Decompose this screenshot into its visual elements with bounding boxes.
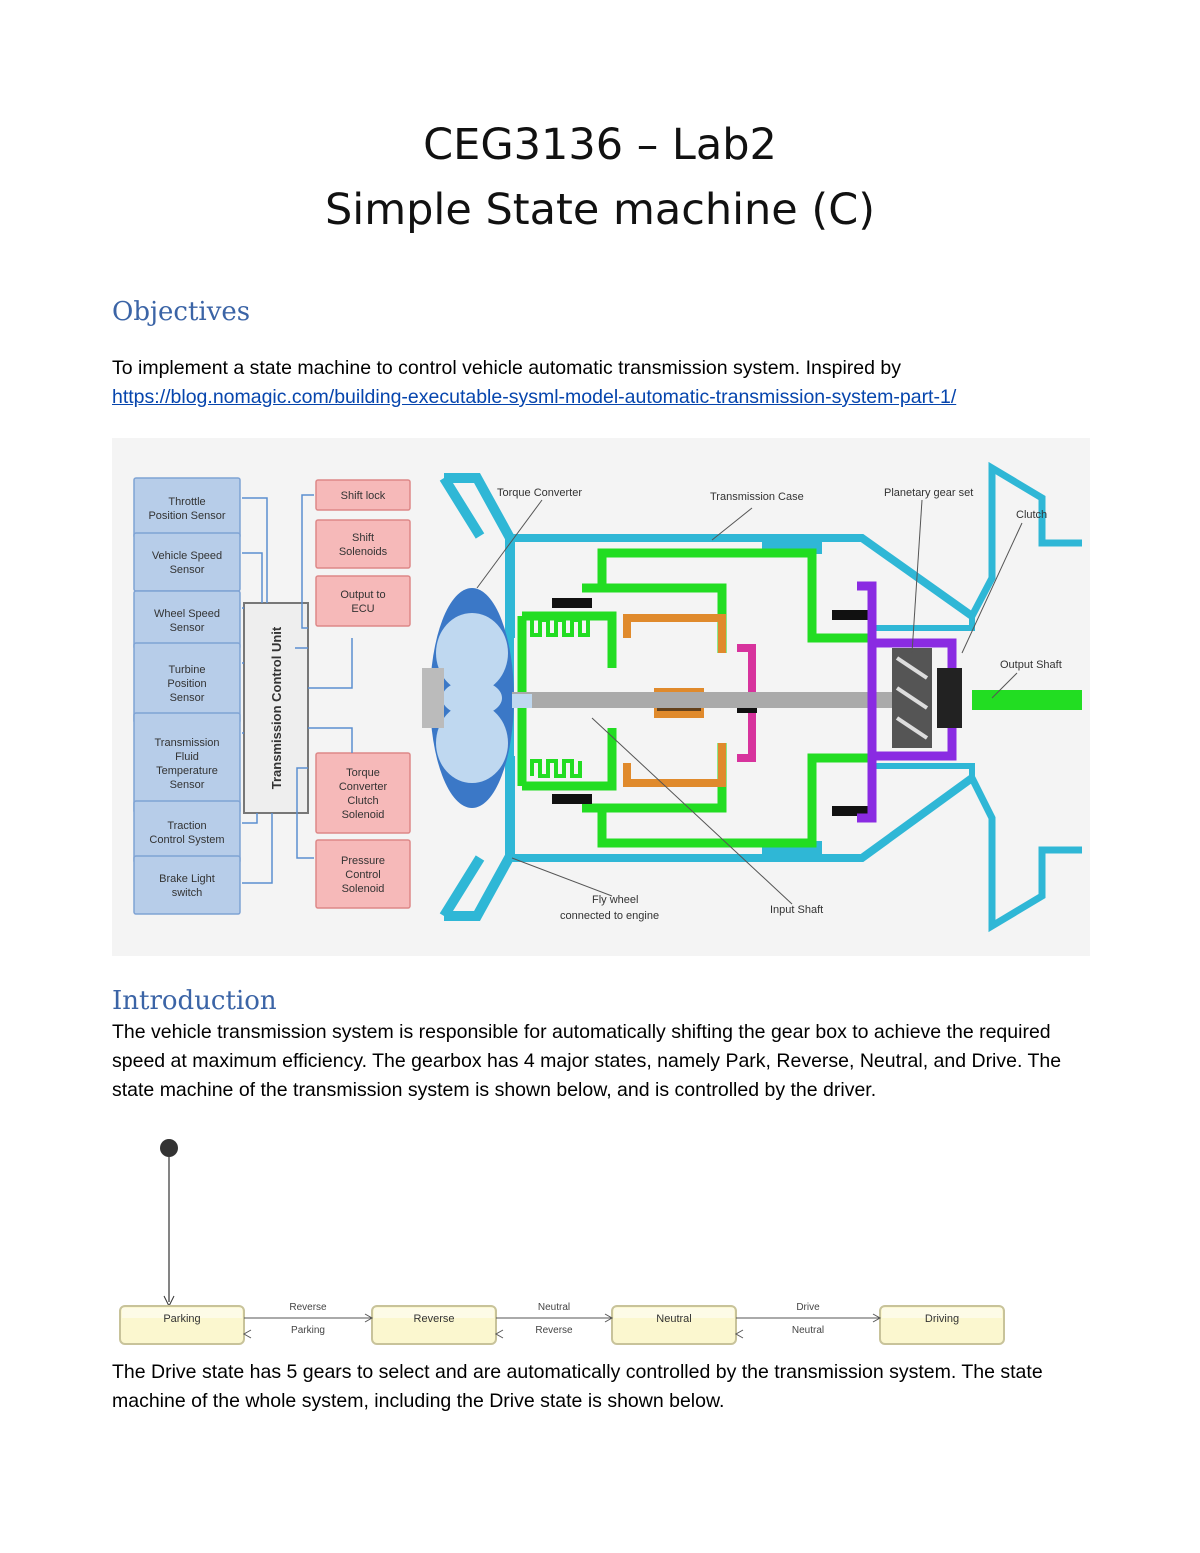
state-label: Reverse	[414, 1313, 455, 1325]
initial-state-dot	[160, 1139, 178, 1157]
sensor-label-line: switch	[172, 887, 203, 899]
sensor-label-line: Wheel Speed	[154, 608, 220, 620]
figure-labels: Torque Converter Transmission Case Plane…	[497, 487, 1062, 922]
output-box: Output to ECU	[315, 575, 411, 627]
intro-paragraph: The vehicle transmission system is respo…	[112, 1021, 1062, 1101]
output-label-line: Control	[345, 869, 380, 881]
label-clutch: Clutch	[1016, 509, 1047, 521]
drive-paragraph: The Drive state has 5 gears to select an…	[112, 1361, 1043, 1412]
sensor-box: Brake Light switch	[133, 855, 241, 915]
sensor-label-line: Control System	[149, 834, 224, 846]
sensor-label-line: Brake Light	[159, 873, 215, 885]
output-label-line: Solenoid	[342, 809, 385, 821]
label-planetary: Planetary gear set	[884, 487, 973, 499]
output-label-line: Solenoid	[342, 883, 385, 895]
transition-label-forward: Neutral	[538, 1302, 570, 1313]
sensor-label-line: Turbine	[169, 664, 206, 676]
objectives-link[interactable]: https://blog.nomagic.com/building-execut…	[112, 386, 957, 408]
sensor-label-line: Sensor	[170, 779, 205, 791]
sensor-label-line: Position	[167, 678, 206, 690]
sensor-label-line: Position Sensor	[148, 510, 225, 522]
sensor-label-line: Sensor	[170, 692, 205, 704]
objectives-text: To implement a state machine to control …	[112, 357, 902, 379]
objectives-paragraph: To implement a state machine to control …	[112, 354, 1102, 412]
label-flywheel-1: Fly wheel	[592, 894, 638, 906]
transition-label-back: Neutral	[792, 1325, 824, 1336]
output-label-line: ECU	[351, 603, 374, 615]
sensor-label-line: Transmission	[155, 737, 220, 749]
intro-heading: Introduction	[112, 986, 277, 1016]
state-label: Parking	[163, 1313, 200, 1325]
tcu-label: Transmission Control Unit	[269, 626, 284, 789]
sensor-label-line: Traction	[167, 820, 206, 832]
transition-label-forward: Drive	[796, 1302, 820, 1313]
output-label-line: Solenoids	[339, 546, 388, 558]
doc-title-line1: CEG3136 – Lab2	[423, 120, 777, 170]
label-flywheel-2: connected to engine	[560, 910, 659, 922]
state-reverse: Reverse	[371, 1305, 497, 1345]
output-label-line: Torque	[346, 767, 380, 779]
state-label: Neutral	[656, 1313, 691, 1325]
transition-label-back: Reverse	[535, 1325, 573, 1336]
connector-lines	[242, 494, 353, 884]
label-transmission-case: Transmission Case	[710, 491, 804, 503]
sensor-label-line: Sensor	[170, 564, 205, 576]
objectives-heading: Objectives	[112, 297, 251, 327]
transmission-cross-section	[422, 461, 1082, 933]
output-label-line: Output to	[340, 589, 385, 601]
sensor-label-line: Fluid	[175, 751, 199, 763]
label-output-shaft: Output Shaft	[1000, 659, 1062, 671]
state-neutral: Neutral	[611, 1305, 737, 1345]
sensor-label-line: Temperature	[156, 765, 218, 777]
state-driving: Driving	[879, 1305, 1005, 1345]
output-label-line: Clutch	[347, 795, 378, 807]
sensor-label-line: Throttle	[168, 496, 205, 508]
tcu-block: Transmission Control Unit	[243, 602, 309, 814]
output-label-line: Shift	[352, 532, 374, 544]
label-torque-converter: Torque Converter	[497, 487, 582, 499]
label-input-shaft: Input Shaft	[770, 904, 823, 916]
output-label-line: Pressure	[341, 855, 385, 867]
output-label-line: Shift lock	[341, 490, 386, 502]
transition-label-back: Parking	[291, 1325, 325, 1336]
output-label-line: Converter	[339, 781, 388, 793]
output-box: Shift lock	[315, 479, 411, 511]
doc-title-line2: Simple State machine (C)	[324, 185, 875, 235]
state-parking: Parking	[119, 1305, 245, 1345]
state-label: Driving	[925, 1313, 959, 1325]
transition-label-forward: Reverse	[289, 1302, 327, 1313]
sensor-label-line: Vehicle Speed	[152, 550, 222, 562]
sensor-label-line: Sensor	[170, 622, 205, 634]
